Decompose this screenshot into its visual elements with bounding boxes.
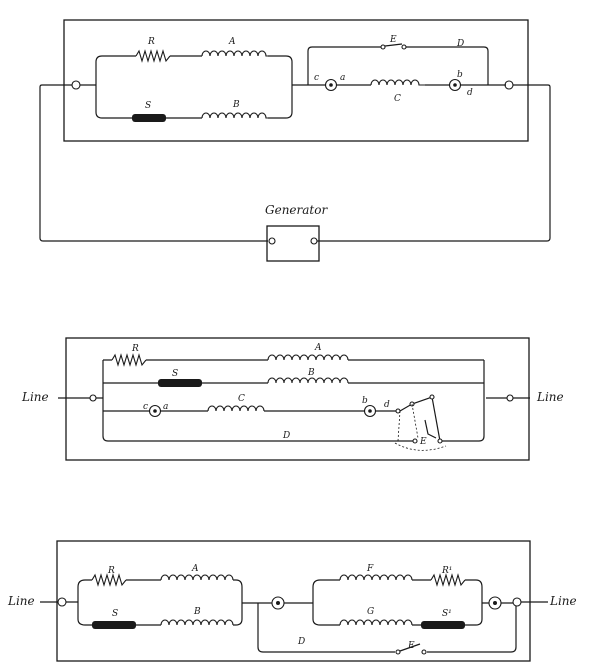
fig2-label-S: S xyxy=(172,369,178,379)
fig1-generator-box xyxy=(266,225,320,262)
fig1-generator-label: Generator xyxy=(265,203,328,217)
fig1-label-b: b xyxy=(457,70,463,80)
fig2-lever-pivot xyxy=(429,394,435,400)
fig3-switch-E-pivot xyxy=(421,649,427,655)
fig3-post-right-dot xyxy=(493,601,497,605)
fig2-contact-E xyxy=(437,438,443,444)
fig3-coil-G xyxy=(339,619,413,626)
fig3-left-binding-post xyxy=(57,597,67,607)
fig3-board xyxy=(56,540,531,662)
fig2-right-binding-post xyxy=(506,394,514,402)
fig1-switch-branch-D xyxy=(307,46,489,85)
fig2-shunt-S xyxy=(158,379,202,387)
fig2-contact-D xyxy=(412,438,418,444)
figure-1: R A S B E D C c a b d Generator xyxy=(39,19,551,262)
fig1-left-binding-post xyxy=(71,80,81,90)
fig1-left-wires xyxy=(95,55,293,119)
fig2-line-left-label: Line xyxy=(21,390,49,404)
fig1-post-b-dot xyxy=(453,83,457,87)
fig2-coil-A xyxy=(267,354,349,361)
fig1-label-a: a xyxy=(340,73,345,83)
fig1-switch-E-pivot xyxy=(401,44,407,50)
fig2-label-a: a xyxy=(163,402,168,412)
fig1-generator-terminal-left xyxy=(268,237,276,245)
fig3-label-F: F xyxy=(366,564,374,574)
fig1-label-c: c xyxy=(314,73,319,83)
fig3-right-wires xyxy=(312,579,483,626)
fig1-left-bus xyxy=(80,62,97,112)
fig2-label-b: b xyxy=(362,396,368,406)
fig1-resistor-R xyxy=(135,49,171,63)
fig2-board xyxy=(65,337,530,461)
fig1-switch-E-blade xyxy=(384,43,403,47)
fig3-label-G: G xyxy=(367,607,374,617)
fig1-coil-C xyxy=(370,79,425,86)
fig3-label-A: A xyxy=(191,564,199,574)
fig1-shunt-S xyxy=(132,114,166,122)
fig2-label-d: d xyxy=(384,400,390,410)
fig2-coil-B xyxy=(267,377,349,384)
fig1-label-d: d xyxy=(467,88,473,98)
fig2-label-A: A xyxy=(314,343,322,353)
fig3-coil-B xyxy=(160,619,234,626)
fig3-label-S: S xyxy=(112,609,118,619)
fig1-generator-terminal-right xyxy=(310,237,318,245)
fig2-label-D: D xyxy=(282,431,290,441)
fig2-left-binding-post xyxy=(89,394,97,402)
fig3-resistor-R xyxy=(91,573,127,587)
fig3-line-right-label: Line xyxy=(549,594,577,608)
fig2-lever-swing-arc xyxy=(394,403,447,451)
fig3-label-B: B xyxy=(193,607,201,617)
fig1-label-C: C xyxy=(394,94,401,104)
fig3-line-left-label: Line xyxy=(7,594,35,608)
figure-2: Line Line R A S B c a C b d D E xyxy=(21,337,564,461)
fig3-label-R1: R¹ xyxy=(441,566,452,576)
fig1-label-A: A xyxy=(228,37,236,47)
fig2-buses xyxy=(102,360,485,442)
fig1-board xyxy=(63,19,529,142)
fig3-label-E: E xyxy=(407,641,415,651)
fig3-label-S1: S¹ xyxy=(442,609,452,619)
fig3-right-binding-post xyxy=(512,597,522,607)
fig2-lever-arm xyxy=(424,419,437,439)
fig3-coil-F xyxy=(339,574,413,581)
fig1-switch-E-contact xyxy=(380,44,386,50)
fig2-post-a-dot xyxy=(153,409,157,413)
fig3-switch-E-contact xyxy=(395,649,401,655)
fig1-label-E: E xyxy=(389,35,397,45)
fig3-left-wires xyxy=(77,579,243,626)
fig3-resistor-R1 xyxy=(430,573,466,587)
fig2-coil-C xyxy=(207,405,265,412)
fig3-shunt-S xyxy=(92,621,136,629)
fig2-post-d xyxy=(395,408,401,414)
fig3-shunt-S1 xyxy=(421,621,465,629)
fig3-switch-E-blade xyxy=(399,643,421,652)
fig2-label-E: E xyxy=(419,437,427,447)
fig2-label-C: C xyxy=(238,394,245,404)
fig2-lever-E xyxy=(399,396,441,442)
fig3-label-D: D xyxy=(297,637,305,647)
fig2-post-b-dot xyxy=(368,409,372,413)
fig2-label-B: B xyxy=(307,368,315,378)
fig3-label-R: R xyxy=(107,566,115,576)
fig1-label-S: S xyxy=(145,101,151,111)
fig1-label-D: D xyxy=(456,39,464,49)
figure-3: Line Line R A S B F R¹ G S¹ D E xyxy=(7,540,577,662)
fig3-post-left-dot xyxy=(276,601,280,605)
fig2-label-R: R xyxy=(131,344,139,354)
fig1-coil-A xyxy=(201,50,268,57)
fig1-label-B: B xyxy=(232,100,240,110)
fig1-label-R: R xyxy=(147,37,155,47)
fig2-resistor-R xyxy=(111,353,147,367)
fig1-coil-B xyxy=(201,112,268,119)
fig1-post-a-dot xyxy=(329,83,333,87)
fig1-right-binding-post xyxy=(504,80,514,90)
fig3-branch-D xyxy=(257,603,517,653)
fig1-generator-loop xyxy=(39,84,551,242)
fig3-coil-A xyxy=(160,574,234,581)
fig2-label-c: c xyxy=(143,402,148,412)
fig2-line-right-label: Line xyxy=(536,390,564,404)
